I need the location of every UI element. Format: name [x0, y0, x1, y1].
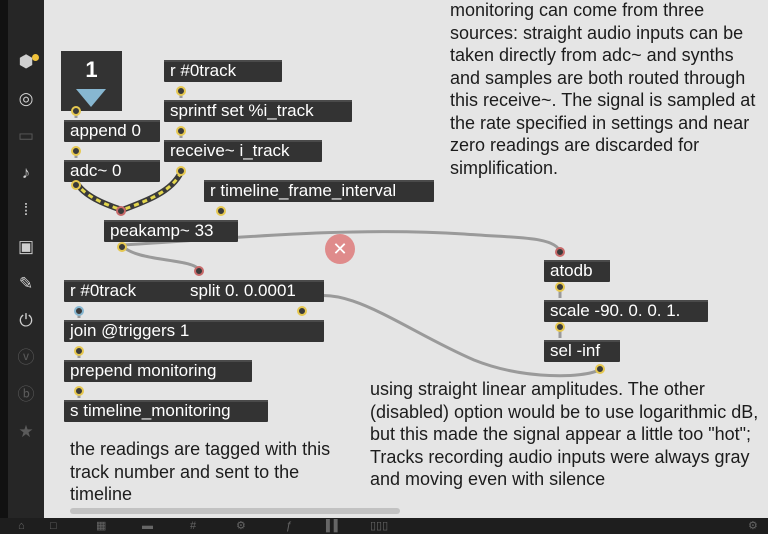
- prepend-outlet[interactable]: [74, 386, 84, 396]
- lock-icon[interactable]: ⌂: [18, 520, 25, 532]
- debug-icon[interactable]: ⚙: [236, 520, 246, 532]
- settings-icon[interactable]: ⚙: [748, 520, 758, 532]
- target-icon[interactable]: ◎: [18, 89, 34, 108]
- bars-icon[interactable]: ▐▐: [322, 520, 338, 532]
- bang-message-1[interactable]: 1: [61, 51, 122, 111]
- receive-signal-outlet[interactable]: [176, 166, 186, 176]
- peakamp-object[interactable]: peakamp~ 33: [104, 220, 238, 242]
- sprintf-outlet[interactable]: [176, 126, 186, 136]
- music-note-icon[interactable]: ♪: [21, 163, 31, 182]
- prepend-object[interactable]: prepend monitoring: [64, 360, 252, 382]
- atodb-object[interactable]: atodb: [544, 260, 610, 282]
- sprintf-object[interactable]: sprintf set %i_track: [164, 100, 352, 122]
- plug-icon[interactable]: ⏻: [19, 311, 33, 330]
- delete-cord-button[interactable]: ✕: [325, 234, 355, 264]
- append-object[interactable]: append 0: [64, 120, 160, 142]
- scale-object[interactable]: scale -90. 0. 0. 1.: [544, 300, 708, 322]
- atodb-outlet[interactable]: [555, 282, 565, 292]
- peakamp-outlet[interactable]: [117, 242, 127, 252]
- align-icon[interactable]: ▬: [142, 520, 153, 532]
- triangle-icon: [76, 89, 106, 107]
- keyboard-icon[interactable]: ▭: [17, 126, 35, 145]
- message-outlet[interactable]: [71, 106, 81, 116]
- v-circle-icon[interactable]: ⓥ: [17, 348, 35, 367]
- step-grid-icon[interactable]: ⁞: [23, 200, 29, 219]
- receive-track-mid-object[interactable]: r #0track: [70, 281, 137, 300]
- join-outlet[interactable]: [74, 346, 84, 356]
- notification-dot: [32, 54, 39, 61]
- select-outlet[interactable]: [595, 364, 605, 374]
- mixer-icon[interactable]: ▯▯▯: [370, 520, 389, 532]
- atodb-inlet[interactable]: [555, 247, 565, 257]
- comment-monitoring-sources: monitoring can come from three sources: …: [450, 0, 756, 178]
- b-circle-icon[interactable]: ⓑ: [17, 385, 35, 404]
- track-split-row: r #0track split 0. 0.0001: [64, 280, 324, 302]
- split-outlet[interactable]: [297, 306, 307, 316]
- message-number: 1: [85, 57, 98, 82]
- adc-outlet[interactable]: [71, 180, 81, 190]
- receive-signal-object[interactable]: receive~ i_track: [164, 140, 322, 162]
- presentation-icon[interactable]: □: [50, 520, 57, 532]
- cube-badge-icon[interactable]: ⬢: [18, 52, 34, 71]
- comment-readings-tagged: the readings are tagged with this track …: [70, 439, 331, 504]
- join-object[interactable]: join @triggers 1: [64, 320, 324, 342]
- receive-track-object[interactable]: r #0track: [164, 60, 282, 82]
- adc-object[interactable]: adc~ 0: [64, 160, 160, 182]
- horizontal-scrollbar[interactable]: [70, 508, 400, 514]
- scale-outlet[interactable]: [555, 322, 565, 332]
- frame-interval-outlet[interactable]: [216, 206, 226, 216]
- track-mid-outlet[interactable]: [74, 306, 84, 316]
- comment-linear-amplitudes: using straight linear amplitudes. The ot…: [370, 379, 759, 489]
- function-icon[interactable]: ƒ: [286, 520, 293, 532]
- patcher-canvas[interactable]: 1 append 0 adc~ 0 r #0track sprintf set …: [44, 0, 768, 518]
- send-monitoring-object[interactable]: s timeline_monitoring: [64, 400, 268, 422]
- split-inlet[interactable]: [194, 266, 204, 276]
- paperclip-icon[interactable]: ✎: [18, 274, 34, 293]
- select-object[interactable]: sel -inf: [544, 340, 620, 362]
- star-icon[interactable]: ★: [18, 422, 34, 441]
- grid-icon[interactable]: ▦: [96, 520, 107, 532]
- frame-interval-object[interactable]: r timeline_frame_interval: [204, 180, 434, 202]
- append-outlet[interactable]: [71, 146, 81, 156]
- split-object[interactable]: split 0. 0.0001: [190, 281, 296, 300]
- hash-icon[interactable]: #: [190, 520, 197, 532]
- image-icon[interactable]: ▣: [17, 237, 35, 256]
- receive-track-outlet[interactable]: [176, 86, 186, 96]
- window-edge: [0, 0, 8, 534]
- left-sidebar: ⬢ ◎ ▭ ♪ ⁞ ▣ ✎ ⏻ ⓥ ⓑ ★: [8, 0, 44, 534]
- peakamp-left-inlet[interactable]: [116, 206, 126, 216]
- bottom-toolbar: ⌂ □ ▦ ▬ # ⚙ ƒ ▐▐ ▯▯▯ ⚙: [0, 518, 768, 534]
